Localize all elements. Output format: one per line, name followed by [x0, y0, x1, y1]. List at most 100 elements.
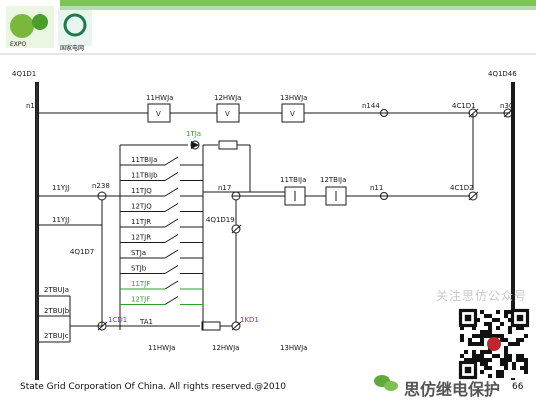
terminal-top-left: 4Q1D1: [12, 70, 36, 78]
qr-module: [472, 334, 476, 338]
qr-module: [472, 342, 476, 346]
qr-module: [524, 334, 528, 338]
qr-finder: [458, 308, 478, 328]
watermark-top: 关注思仿公众号: [436, 289, 528, 303]
contact-label-0: 11TBIJa: [131, 156, 157, 164]
left-contacts: [37, 224, 120, 343]
contact-label-4: 11TJR: [131, 218, 151, 226]
contact-switch-7: [164, 265, 179, 274]
qr-module: [460, 354, 464, 358]
terminal-n144: n144: [362, 102, 380, 110]
qr-module: [504, 362, 508, 366]
relay-13hwja-top: V: [281, 103, 305, 123]
qr-module: [524, 358, 528, 362]
watermark-bottom: 思仿继电保护: [404, 380, 501, 399]
qr-module: [488, 334, 492, 338]
qr-module: [508, 318, 512, 322]
terminal-4q1d7: 4Q1D7: [70, 248, 94, 256]
qr-module: [484, 334, 488, 338]
terminal-n238: n238: [92, 182, 110, 190]
qr-module: [500, 362, 504, 366]
svg-text:V: V: [225, 110, 230, 118]
middle-bus: [37, 191, 479, 225]
contact-switch-5: [164, 234, 179, 243]
contact-label-1: 11TBIJb: [131, 172, 158, 180]
qr-finder: [458, 360, 478, 380]
relay-label-11tbija: 11TBIJa: [280, 176, 306, 184]
qr-module: [500, 334, 504, 338]
qr-module: [504, 350, 508, 354]
qr-module: [476, 354, 480, 358]
qr-module: [520, 338, 524, 342]
qr-module: [484, 350, 488, 354]
bottom-label-13hwja: 13HWJa: [280, 344, 307, 352]
terminal-4c1d2: 4C1D2: [450, 184, 474, 192]
qr-finder: [510, 308, 530, 328]
qr-module: [492, 354, 496, 358]
qr-module: [504, 354, 508, 358]
contact-switch-6: [164, 249, 179, 259]
qr-module: [480, 342, 484, 346]
qr-module: [480, 362, 484, 366]
qr-module: [468, 342, 472, 346]
qr-module: [500, 358, 504, 362]
svg-text:V: V: [290, 110, 295, 118]
contact-label-2: 11TJQ: [131, 187, 152, 195]
qr-module: [504, 366, 508, 370]
qr-module: [476, 342, 480, 346]
qr-module: [488, 314, 492, 318]
qr-module: [512, 362, 516, 366]
qr-module: [488, 322, 492, 326]
terminal-n1: n1: [26, 102, 35, 110]
bottom-label-12hwja: 12HWJa: [212, 344, 239, 352]
main-rails: [35, 82, 515, 380]
page-number: 66: [512, 382, 524, 392]
contact-switch-2: [164, 187, 179, 197]
label-ta1: TA1: [139, 318, 153, 326]
qr-module: [508, 354, 512, 358]
qr-module: [484, 314, 488, 318]
qr-module: [488, 330, 492, 334]
terminal-1cd1: 1CD1: [108, 316, 127, 324]
qr-module: [492, 318, 496, 322]
qr-finder-core: [464, 366, 472, 374]
qr-module: [516, 338, 520, 342]
qr-module: [492, 334, 496, 338]
qr-finder-core: [516, 314, 524, 322]
qr-module: [484, 362, 488, 366]
qr-code: [458, 308, 530, 380]
qr-module: [460, 338, 464, 342]
contact-switch-3: [164, 203, 179, 212]
contact-ladder: 11TBIJa11TBIJb11TJQ12TJQ11TJR12TJRSTJaST…: [119, 144, 285, 330]
qr-module: [500, 322, 504, 326]
contact-switch-0: [164, 156, 179, 166]
relay-11hwja-top: V: [147, 103, 171, 123]
contact-label-3: 12TJQ: [131, 203, 152, 211]
terminal-1kd1: 1KD1: [240, 316, 259, 324]
footer-copyright: State Grid Corporation Of China. All rig…: [20, 382, 287, 392]
qr-module: [496, 354, 500, 358]
qr-module: [484, 358, 488, 362]
qr-module: [460, 326, 464, 330]
contact-label-9: 12TJF: [131, 296, 150, 304]
label-11yjj-a: 11YJJ: [52, 184, 69, 192]
relay-label-12tbija: 12TBIJa: [320, 176, 346, 184]
qr-module: [524, 362, 528, 366]
qr-center-logo: [487, 337, 501, 351]
label-2tbujb: 2TBUJb: [44, 307, 70, 315]
wechat-icon: [374, 375, 398, 391]
qr-module: [516, 358, 520, 362]
qr-module: [480, 330, 484, 334]
qr-module: [464, 350, 468, 354]
qr-module: [488, 366, 492, 370]
qr-module: [516, 326, 520, 330]
qr-module: [520, 366, 524, 370]
qr-module: [480, 370, 484, 374]
qr-module: [472, 354, 476, 358]
qr-module: [512, 366, 516, 370]
qr-module: [520, 358, 524, 362]
qr-module: [480, 354, 484, 358]
contact-switch-9: [164, 296, 179, 305]
qr-module: [476, 358, 480, 362]
qr-module: [480, 334, 484, 338]
